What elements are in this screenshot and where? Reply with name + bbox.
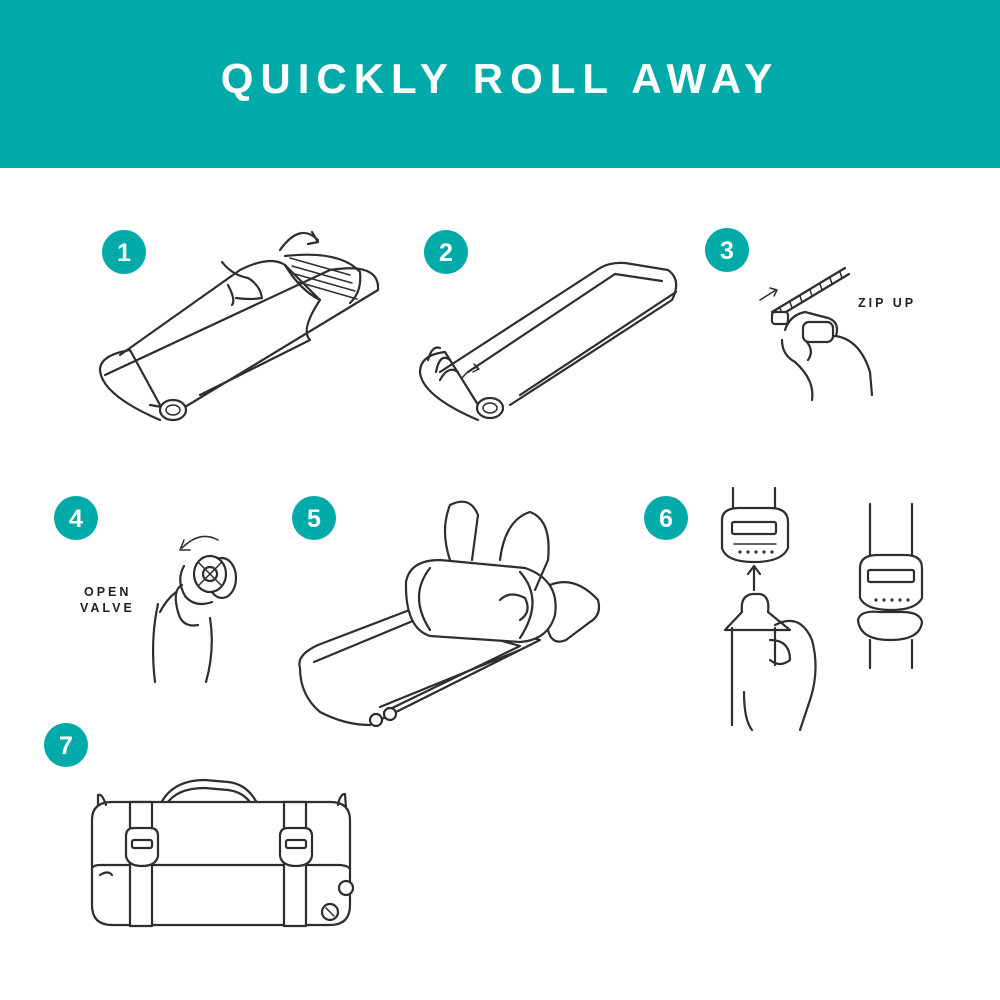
step-6-number: 6 [659,505,673,533]
step-6: 6 [644,486,924,732]
step-5-number: 5 [307,505,321,533]
buckle-icon [720,486,924,732]
step-4-number: 4 [69,505,83,533]
zip-icon [759,266,874,402]
zip-up-note: ZIP UP [858,296,916,310]
valve-icon [152,535,238,684]
unzip-cover-icon [98,230,380,422]
step-7: 7 [44,723,355,928]
rolled-bundle-icon [90,778,355,928]
step-3: 3 ZIP UP [705,228,916,402]
step-5-badge [292,496,336,540]
step-4: 4 OPEN VALVE [54,496,238,684]
step-6-badge [644,496,688,540]
header-banner: QUICKLY ROLL AWAY [0,0,1000,168]
open-valve-note-line-2: VALVE [80,601,135,615]
step-1-badge [102,230,146,274]
step-3-badge [705,228,749,272]
step-5: 5 [292,496,601,728]
press-roll-icon [298,500,601,728]
roll-pad-icon [418,261,678,422]
step-3-number: 3 [720,237,734,265]
step-7-number: 7 [59,732,73,760]
step-1-number: 1 [117,239,131,267]
step-2-badge [424,230,468,274]
step-1: 1 [98,230,380,422]
step-2-number: 2 [439,239,453,267]
step-7-badge [44,723,88,767]
step-4-badge [54,496,98,540]
open-valve-note-line-1: OPEN [84,585,131,599]
step-2: 2 [418,230,678,422]
page-title: QUICKLY ROLL AWAY [220,55,780,102]
